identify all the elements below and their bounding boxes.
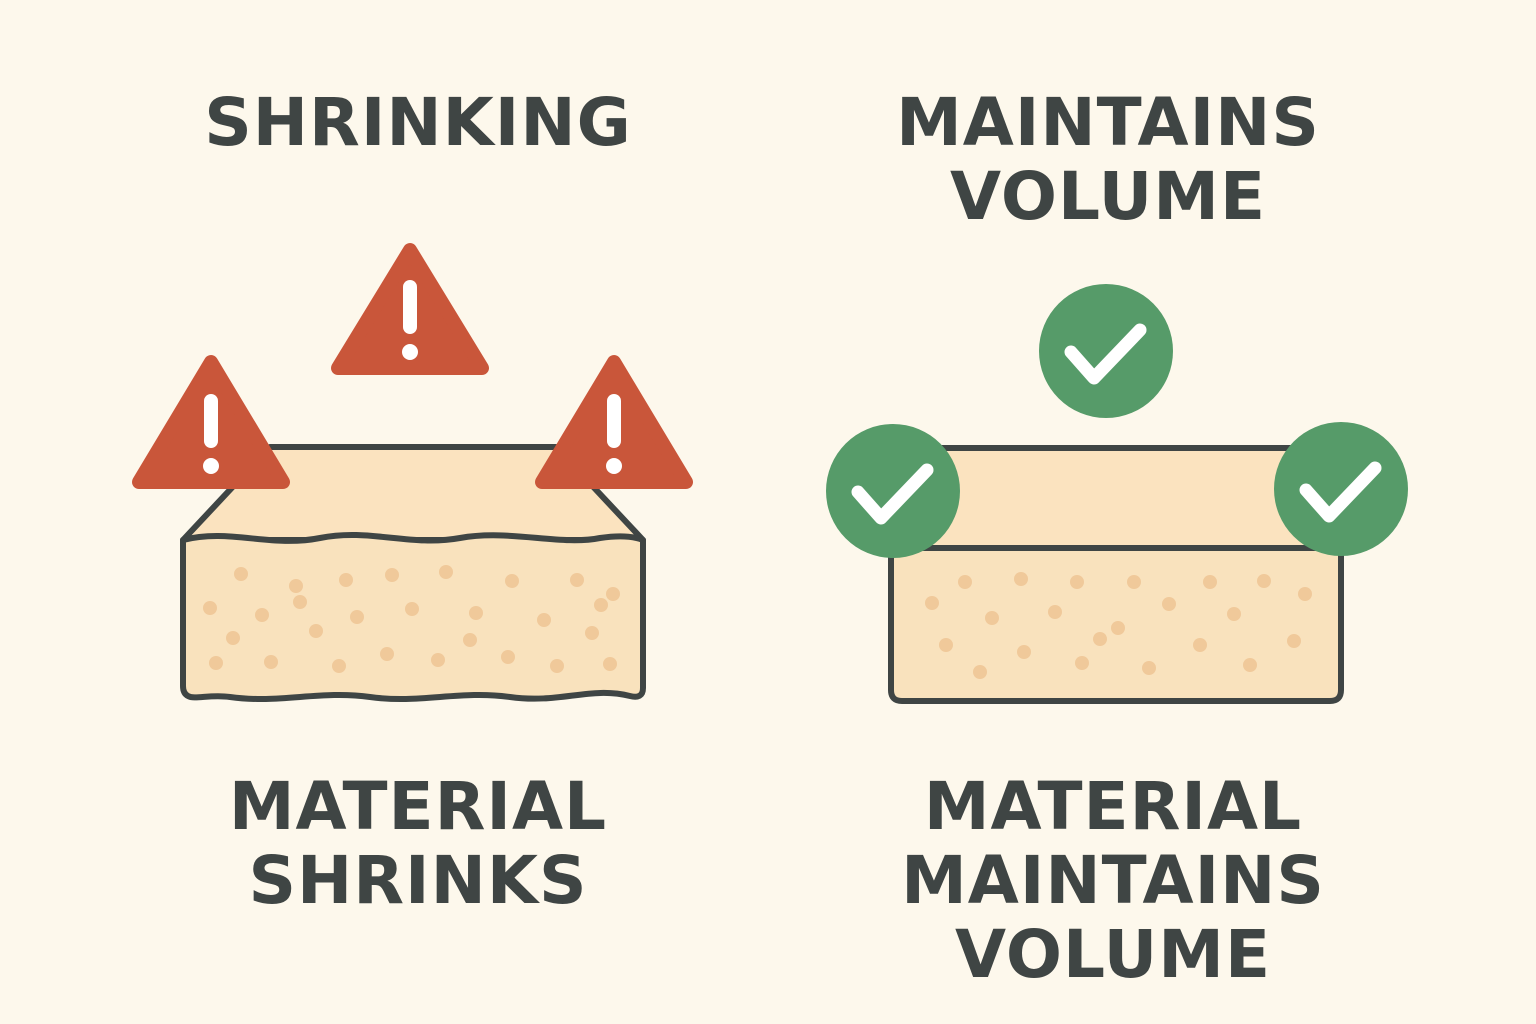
shrinking-material-block xyxy=(180,444,646,702)
warning-triangle-icon xyxy=(132,355,290,489)
material-maintains-volume-caption: MATERIAL MAINTAINS VOLUME xyxy=(768,770,1458,992)
warning-triangle-icon xyxy=(331,243,489,375)
maintains-volume-title-line-1: MAINTAINS xyxy=(896,84,1320,161)
shrinking-block-body xyxy=(180,532,646,702)
shrinking-title-text: SHRINKING xyxy=(204,84,632,161)
check-circle-icon xyxy=(826,424,960,558)
material-shrinks-caption-line-2: SHRINKS xyxy=(248,842,588,919)
warning-triangle-icon xyxy=(535,355,693,489)
material-maintains-volume-caption-line-1: MATERIAL xyxy=(923,768,1303,845)
stable-block-top-band xyxy=(890,445,1342,551)
shrinking-title: SHRINKING xyxy=(118,86,718,160)
check-circle-icon xyxy=(1039,284,1173,418)
material-shrinks-caption-line-1: MATERIAL xyxy=(228,768,608,845)
shrinking-block-texture-dots xyxy=(203,565,620,673)
maintains-volume-title: MAINTAINS VOLUME xyxy=(808,86,1408,234)
material-maintains-volume-caption-line-2: MAINTAINS VOLUME xyxy=(901,842,1325,993)
stable-block-texture-dots xyxy=(925,572,1312,679)
check-circle-icon xyxy=(1274,422,1408,556)
stable-material-block xyxy=(888,445,1344,704)
maintains-volume-title-line-2: VOLUME xyxy=(949,158,1267,235)
material-shrinks-caption: MATERIAL SHRINKS xyxy=(118,770,718,918)
